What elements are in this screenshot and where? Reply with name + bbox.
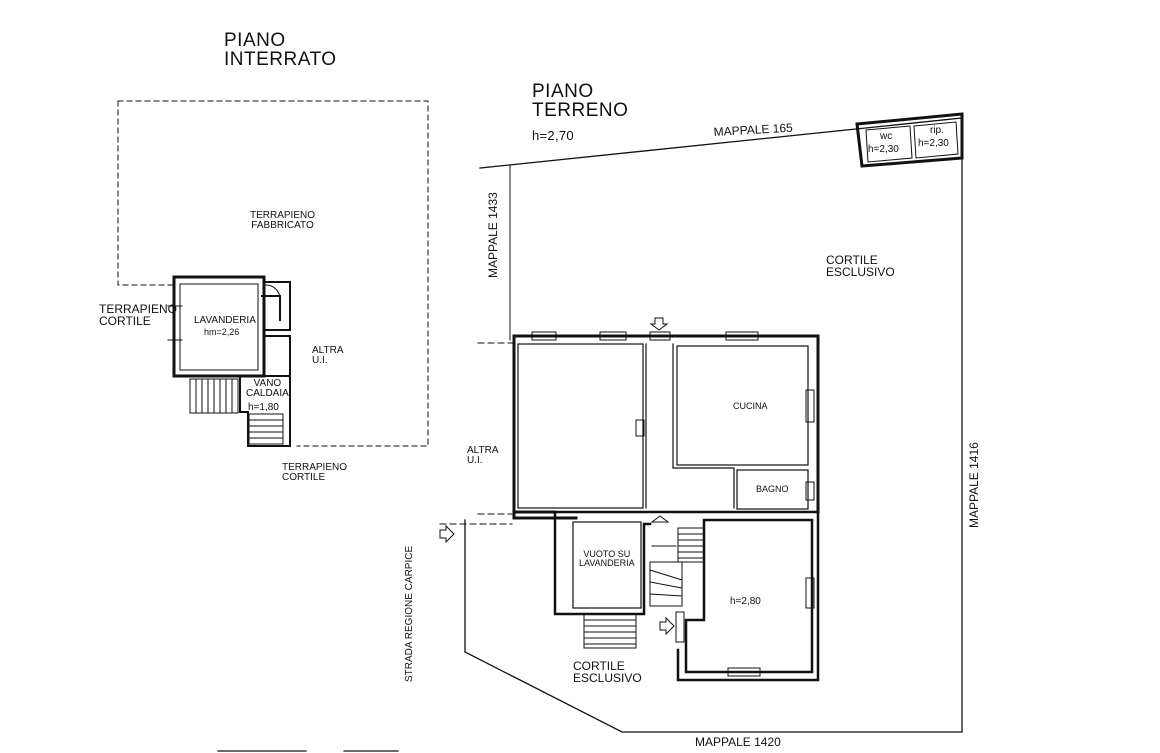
label-vuoto-su-lavanderia: VUOTO SU LAVANDERIA bbox=[579, 549, 635, 568]
label-rip: rip. bbox=[930, 125, 944, 136]
label-basement-altra-ui: ALTRA U.I. bbox=[312, 345, 344, 366]
label-wc: wc bbox=[880, 131, 893, 142]
label-strada-regione-carpice: STRADA REGIONE CARPICE bbox=[404, 545, 415, 682]
basement-door-swing bbox=[265, 284, 281, 300]
lot-west-dash bbox=[439, 342, 513, 525]
windows bbox=[531, 331, 815, 677]
label-mappale-1416: MAPPALE 1416 bbox=[967, 442, 981, 528]
basement-earth-outline bbox=[117, 100, 429, 447]
label-cucina: CUCINA bbox=[733, 401, 768, 411]
label-vano-caldaia: VANO CALDAIA bbox=[246, 378, 289, 399]
basement-plan bbox=[117, 100, 429, 447]
room-vuoto-lavanderia bbox=[572, 521, 642, 609]
room-bagno bbox=[736, 469, 809, 510]
lot-boundary bbox=[464, 117, 963, 733]
label-wc-height: h=2,30 bbox=[868, 144, 899, 155]
label-rip-height: h=2,30 bbox=[918, 138, 949, 149]
label-lavanderia-height: hm=2,26 bbox=[204, 327, 240, 337]
label-mappale-1433: MAPPALE 1433 bbox=[486, 192, 500, 278]
wc-rip-rooms bbox=[855, 112, 964, 168]
label-cortile-esclusivo-bottom: CORTILE ESCLUSIVO bbox=[573, 659, 642, 685]
basement-window-mark bbox=[167, 305, 183, 341]
label-bagno: BAGNO bbox=[756, 484, 789, 494]
label-lavanderia: LAVANDERIA bbox=[194, 315, 256, 326]
label-room-height: h=2,80 bbox=[730, 596, 761, 607]
label-mappale-1420: MAPPALE 1420 bbox=[695, 735, 781, 749]
ground-plan bbox=[217, 112, 964, 752]
label-ground-altra-ui: ALTRA U.I. bbox=[467, 445, 499, 466]
external-stairs bbox=[583, 613, 637, 649]
ground-floor-title: PIANO TERRENO bbox=[532, 81, 629, 121]
entry-arrows bbox=[439, 317, 675, 636]
corridor-walls bbox=[645, 343, 735, 509]
label-vano-caldaia-height: h=1,80 bbox=[248, 402, 279, 413]
ground-stairs bbox=[649, 515, 705, 607]
lower-wing-walls bbox=[553, 510, 820, 682]
label-cortile-esclusivo-top: CORTILE ESCLUSIVO bbox=[826, 253, 895, 279]
basement-floor-title: PIANO INTERRATO bbox=[224, 30, 337, 70]
room-cucina bbox=[676, 345, 809, 466]
room-left bbox=[517, 343, 644, 509]
basement-stairs bbox=[189, 378, 284, 445]
basement-lavanderia-inner bbox=[179, 283, 259, 371]
basement-caldaia-walls bbox=[239, 375, 291, 447]
ground-floor-height: h=2,70 bbox=[532, 128, 574, 143]
label-terrapieno-cortile-left: TERRAPIENO CORTILE bbox=[99, 302, 178, 328]
label-terrapieno-fabbricato: TERRAPIENO FABBRICATO bbox=[250, 210, 316, 231]
basement-right-walls bbox=[261, 281, 291, 377]
label-terrapieno-cortile-bottom: TERRAPIENO CORTILE bbox=[282, 462, 348, 483]
